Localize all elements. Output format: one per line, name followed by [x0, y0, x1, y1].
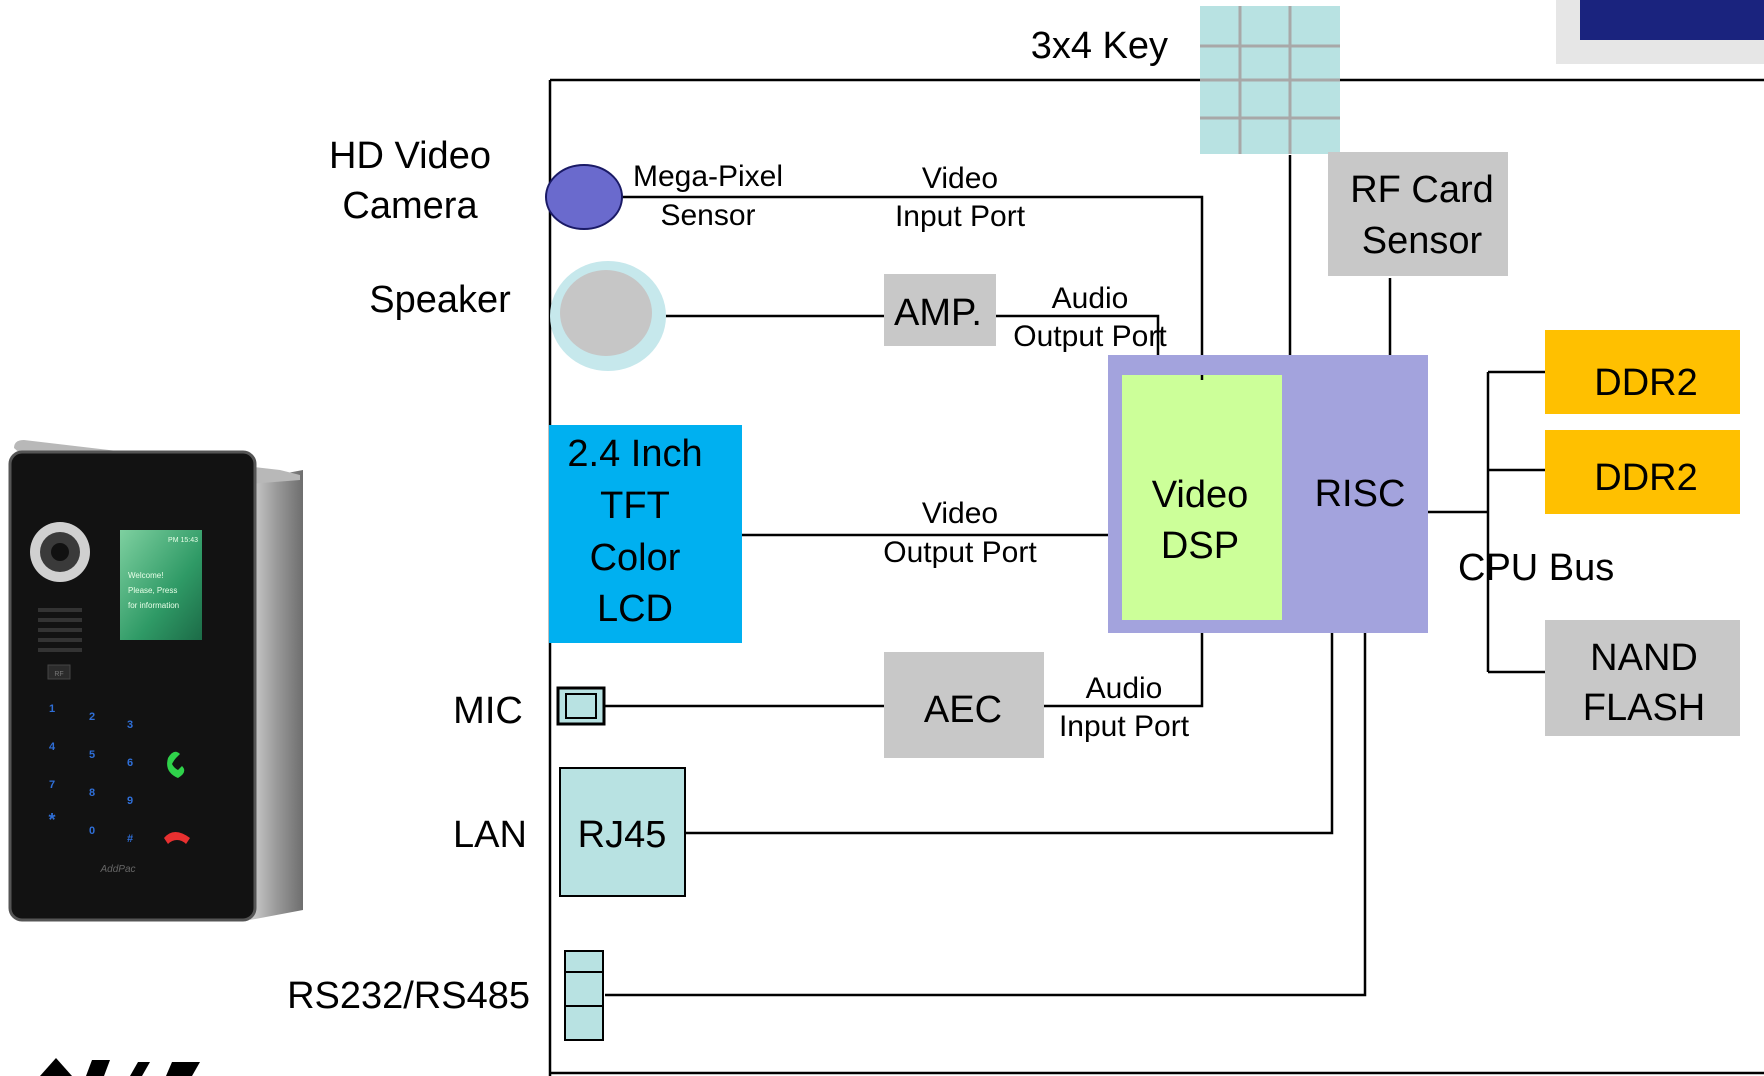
bottom-logo-fragment — [40, 1058, 200, 1076]
lcd-label-line3: Color — [590, 537, 681, 579]
camera-icon — [545, 164, 623, 230]
device-key: 3 — [127, 719, 133, 731]
device-key: 4 — [49, 741, 56, 753]
device-brand: AddPac — [99, 864, 135, 875]
key-label: 3x4 Key — [1031, 25, 1168, 67]
lcd-label-line4: LCD — [597, 588, 673, 630]
rf-label-line2: Sensor — [1362, 220, 1483, 262]
device-key: 2 — [89, 711, 95, 723]
lcd-box — [549, 425, 742, 643]
device-screen-text-3: for information — [128, 601, 179, 610]
video-output-label-line2: Output Port — [883, 536, 1037, 569]
audio-input-label-line1: Audio — [1086, 672, 1163, 705]
connection-wires — [605, 155, 1545, 997]
speaker-label: Speaker — [369, 279, 511, 321]
video-output-label-line1: Video — [922, 497, 998, 530]
device-key: * — [48, 810, 55, 830]
rf-label-line1: RF Card — [1350, 169, 1494, 211]
device-key: 8 — [89, 787, 95, 799]
mega-pixel-label-line1: Mega-Pixel — [633, 160, 783, 193]
device-key: 7 — [49, 779, 55, 791]
device-keypad: 1 2 3 4 5 6 7 8 9 * 0 # — [48, 703, 133, 845]
keypad-icon — [1200, 6, 1340, 154]
amp-label: AMP. — [894, 292, 982, 334]
risc-label: RISC — [1315, 473, 1406, 515]
aec-label: AEC — [924, 689, 1002, 731]
amp-box — [884, 274, 996, 346]
device-key: 0 — [89, 825, 95, 837]
nand-label-line2: FLASH — [1583, 687, 1705, 729]
device-image: PM 15:43 Welcome! Please, Press for info… — [8, 440, 303, 922]
device-hangup-icon — [164, 832, 190, 844]
device-key: 5 — [89, 749, 95, 761]
audio-input-label-line2: Input Port — [1059, 710, 1190, 743]
ddr2-label-2: DDR2 — [1594, 457, 1697, 499]
mic-icon — [556, 686, 606, 726]
camera-label-line2: Camera — [342, 185, 478, 227]
rj45-label: RJ45 — [578, 814, 667, 856]
device-key: 9 — [127, 795, 133, 807]
speaker-icon — [550, 261, 666, 371]
dsp-label-line2: DSP — [1161, 525, 1239, 567]
device-screen-text-1: Welcome! — [128, 571, 163, 580]
rj45-box — [559, 767, 686, 897]
nand-flash-box — [1545, 620, 1740, 736]
lcd-label-line2: TFT — [600, 485, 670, 527]
device-screen-time: PM 15:43 — [168, 537, 198, 544]
nand-label-line1: NAND — [1590, 637, 1698, 679]
audio-output-label-line1: Audio — [1052, 282, 1129, 315]
device-key: 1 — [49, 703, 55, 715]
video-input-label-line2: Input Port — [895, 200, 1026, 233]
device-screen-text-2: Please, Press — [128, 586, 177, 595]
dsp-label-line1: Video — [1152, 474, 1249, 516]
aec-box — [884, 652, 1044, 758]
ddr2-box-2 — [1545, 430, 1740, 514]
video-input-label-line1: Video — [922, 162, 998, 195]
mic-label: MIC — [453, 690, 523, 732]
device-card-label: RF — [54, 671, 63, 678]
audio-output-label-line2: Output Port — [1013, 320, 1167, 353]
device-key: 6 — [127, 757, 133, 769]
corner-logo — [1556, 0, 1764, 64]
video-dsp-box — [1122, 375, 1282, 620]
device-key: # — [127, 833, 133, 845]
camera-label-line1: HD Video — [329, 135, 491, 177]
ddr2-label-1: DDR2 — [1594, 362, 1697, 404]
lcd-label-line1: 2.4 Inch — [567, 433, 702, 475]
rf-card-sensor-box — [1328, 152, 1508, 276]
device-call-icon — [167, 751, 185, 778]
serial-label: RS232/RS485 — [287, 975, 530, 1017]
lan-label: LAN — [453, 814, 527, 856]
cpu-bus-label: CPU Bus — [1458, 547, 1614, 589]
mega-pixel-label-line2: Sensor — [660, 199, 755, 232]
device-screen — [120, 530, 202, 640]
ddr2-box-1 — [1545, 330, 1740, 414]
device-speaker-grille — [38, 608, 82, 652]
serial-connector-icon — [564, 950, 604, 1041]
device-body — [8, 450, 257, 922]
